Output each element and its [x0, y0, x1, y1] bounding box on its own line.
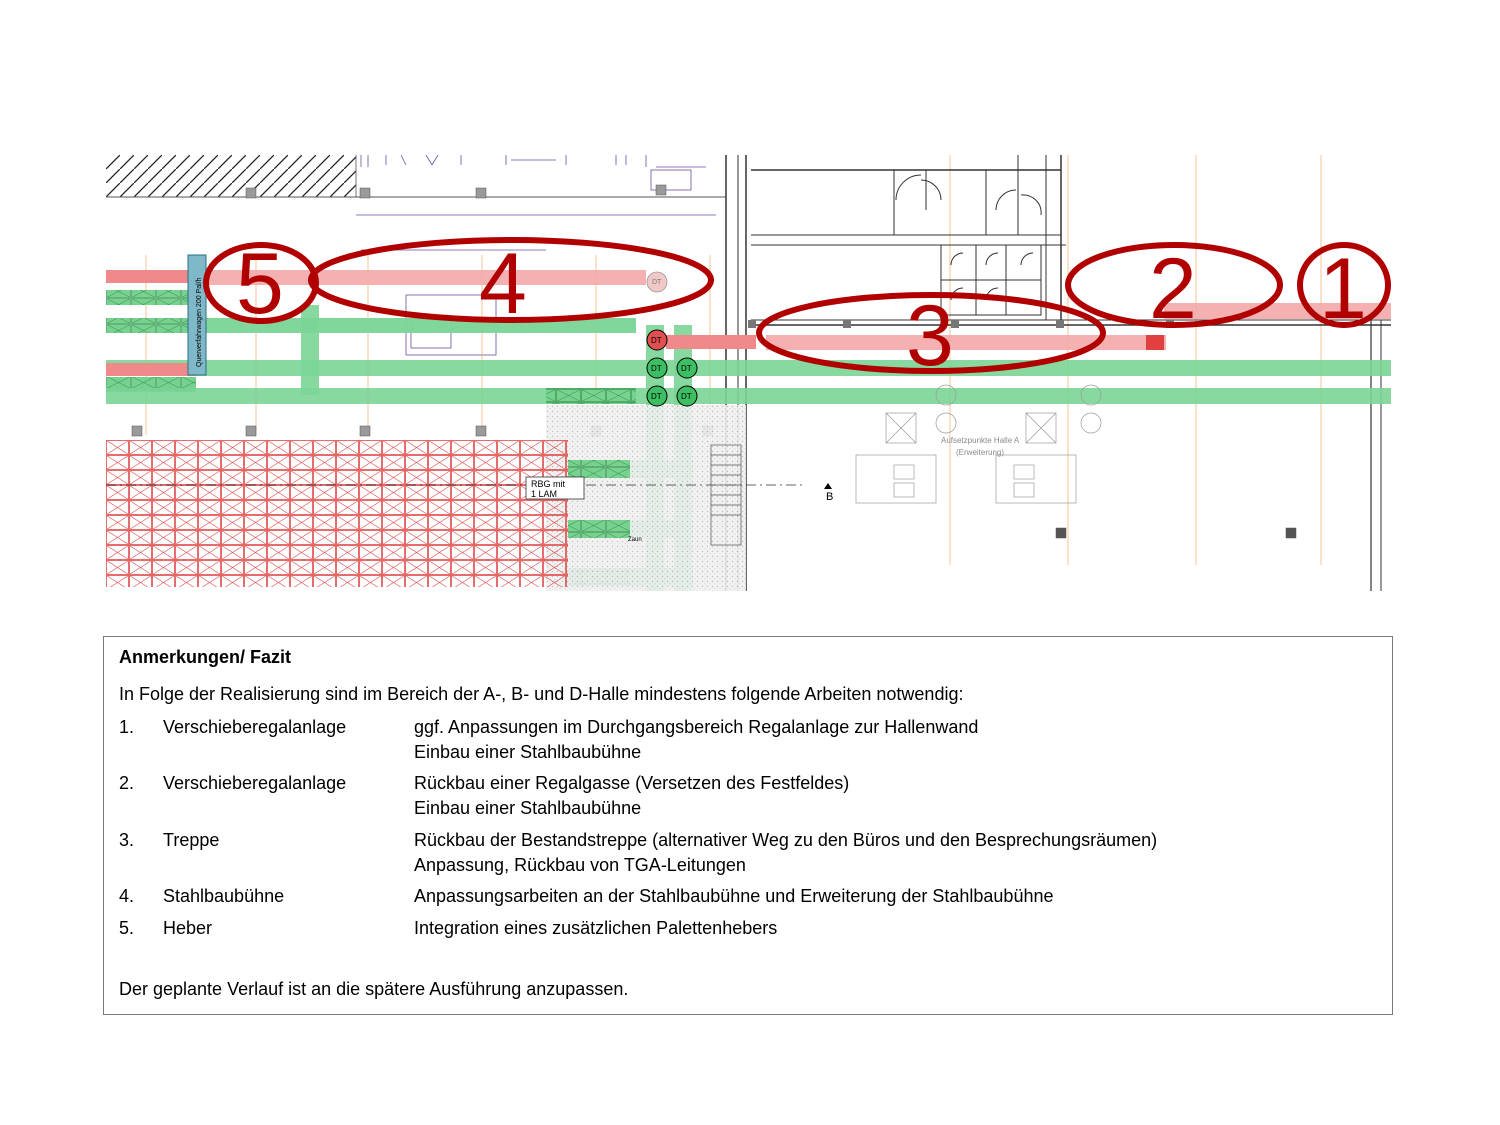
- marker-number-4: 4: [479, 236, 527, 332]
- item-name: Verschieberegalanlage: [163, 717, 347, 737]
- notes-footer: Der geplante Verlauf ist an die spätere …: [119, 979, 629, 999]
- marker-ellipse-2: [1065, 242, 1283, 328]
- item-name: Treppe: [163, 830, 220, 850]
- item-number: 3.: [119, 830, 135, 850]
- svg-text:DT: DT: [651, 364, 662, 373]
- item-description: Rückbau einer Regalgasse (Versetzen des …: [414, 773, 850, 818]
- item-description: Integration eines zusätzlichen Palettenh…: [414, 918, 778, 938]
- marker-overlays: 1 2 3 4 5: [203, 236, 1391, 384]
- upper-structure-outlines: [356, 155, 716, 356]
- svg-text:DT: DT: [681, 364, 692, 373]
- red-conveyor-lanes: [106, 270, 1391, 376]
- zaun-label: Zaun: [628, 537, 642, 543]
- hatched-wall-area: [106, 155, 356, 197]
- item-description: Anpassungsarbeiten an der Stahlbaubühne …: [414, 886, 1054, 906]
- marker-number-1: 1: [1319, 241, 1367, 337]
- floor-plan-drawing: Querverfahrwagen 200 Pal/h RBG mit 1 LAM…: [106, 155, 1391, 591]
- notes-intro: In Folge der Realisierung sind im Bereic…: [119, 684, 964, 704]
- rbg-label-box: [525, 476, 585, 500]
- marker-number-5: 5: [236, 236, 284, 332]
- marker-ellipse-5: [203, 242, 319, 324]
- marker-ellipse-4: [308, 237, 714, 323]
- svg-text:DT: DT: [681, 392, 692, 401]
- item-description: Rückbau der Bestandstreppe (alternativer…: [414, 830, 1158, 875]
- dt-transfer-points: DT DT DT DT DT DT: [646, 271, 698, 407]
- marker-number-2: 2: [1149, 241, 1197, 337]
- rack-storage-block: [106, 440, 806, 587]
- svg-text:DT: DT: [651, 336, 662, 345]
- aufsetz-label-1: Aufsetzpunkte Halle A: [941, 436, 1020, 445]
- office-columns: [748, 320, 1174, 328]
- rbg-label: RBG mit: [531, 479, 566, 489]
- office-block: [725, 155, 1391, 591]
- transfer-car-label: Querverfahrwagen 200 Pal/h: [196, 277, 203, 367]
- item-name: Stahlbaubühne: [163, 886, 285, 906]
- notes-title: Anmerkungen/ Fazit: [119, 647, 292, 667]
- marker-number-3: 3: [906, 288, 954, 384]
- svg-text:DT: DT: [651, 392, 662, 401]
- aufsetz-label-2: (Erweiterung): [956, 448, 1004, 457]
- notes-box: Anmerkungen/ Fazit In Folge der Realisie…: [103, 636, 1393, 1015]
- svg-text:DT: DT: [652, 279, 662, 286]
- lam-label: 1 LAM: [531, 489, 557, 499]
- item-number: 1.: [119, 717, 135, 737]
- item-number: 5.: [119, 918, 135, 938]
- section-marker-b: B: [826, 491, 833, 503]
- item-name: Heber: [163, 918, 213, 938]
- marker-ellipse-3: [756, 292, 1106, 374]
- transfer-car: [187, 254, 207, 376]
- item-name: Verschieberegalanlage: [163, 773, 347, 793]
- aufsetz-area: [855, 384, 1102, 504]
- marker-ellipse-1: [1297, 242, 1391, 328]
- existing-stair: [710, 444, 742, 546]
- item-number: 4.: [119, 886, 135, 906]
- item-number: 2.: [119, 773, 135, 793]
- item-description: ggf. Anpassungen im Durchgangsbereich Re…: [414, 717, 979, 762]
